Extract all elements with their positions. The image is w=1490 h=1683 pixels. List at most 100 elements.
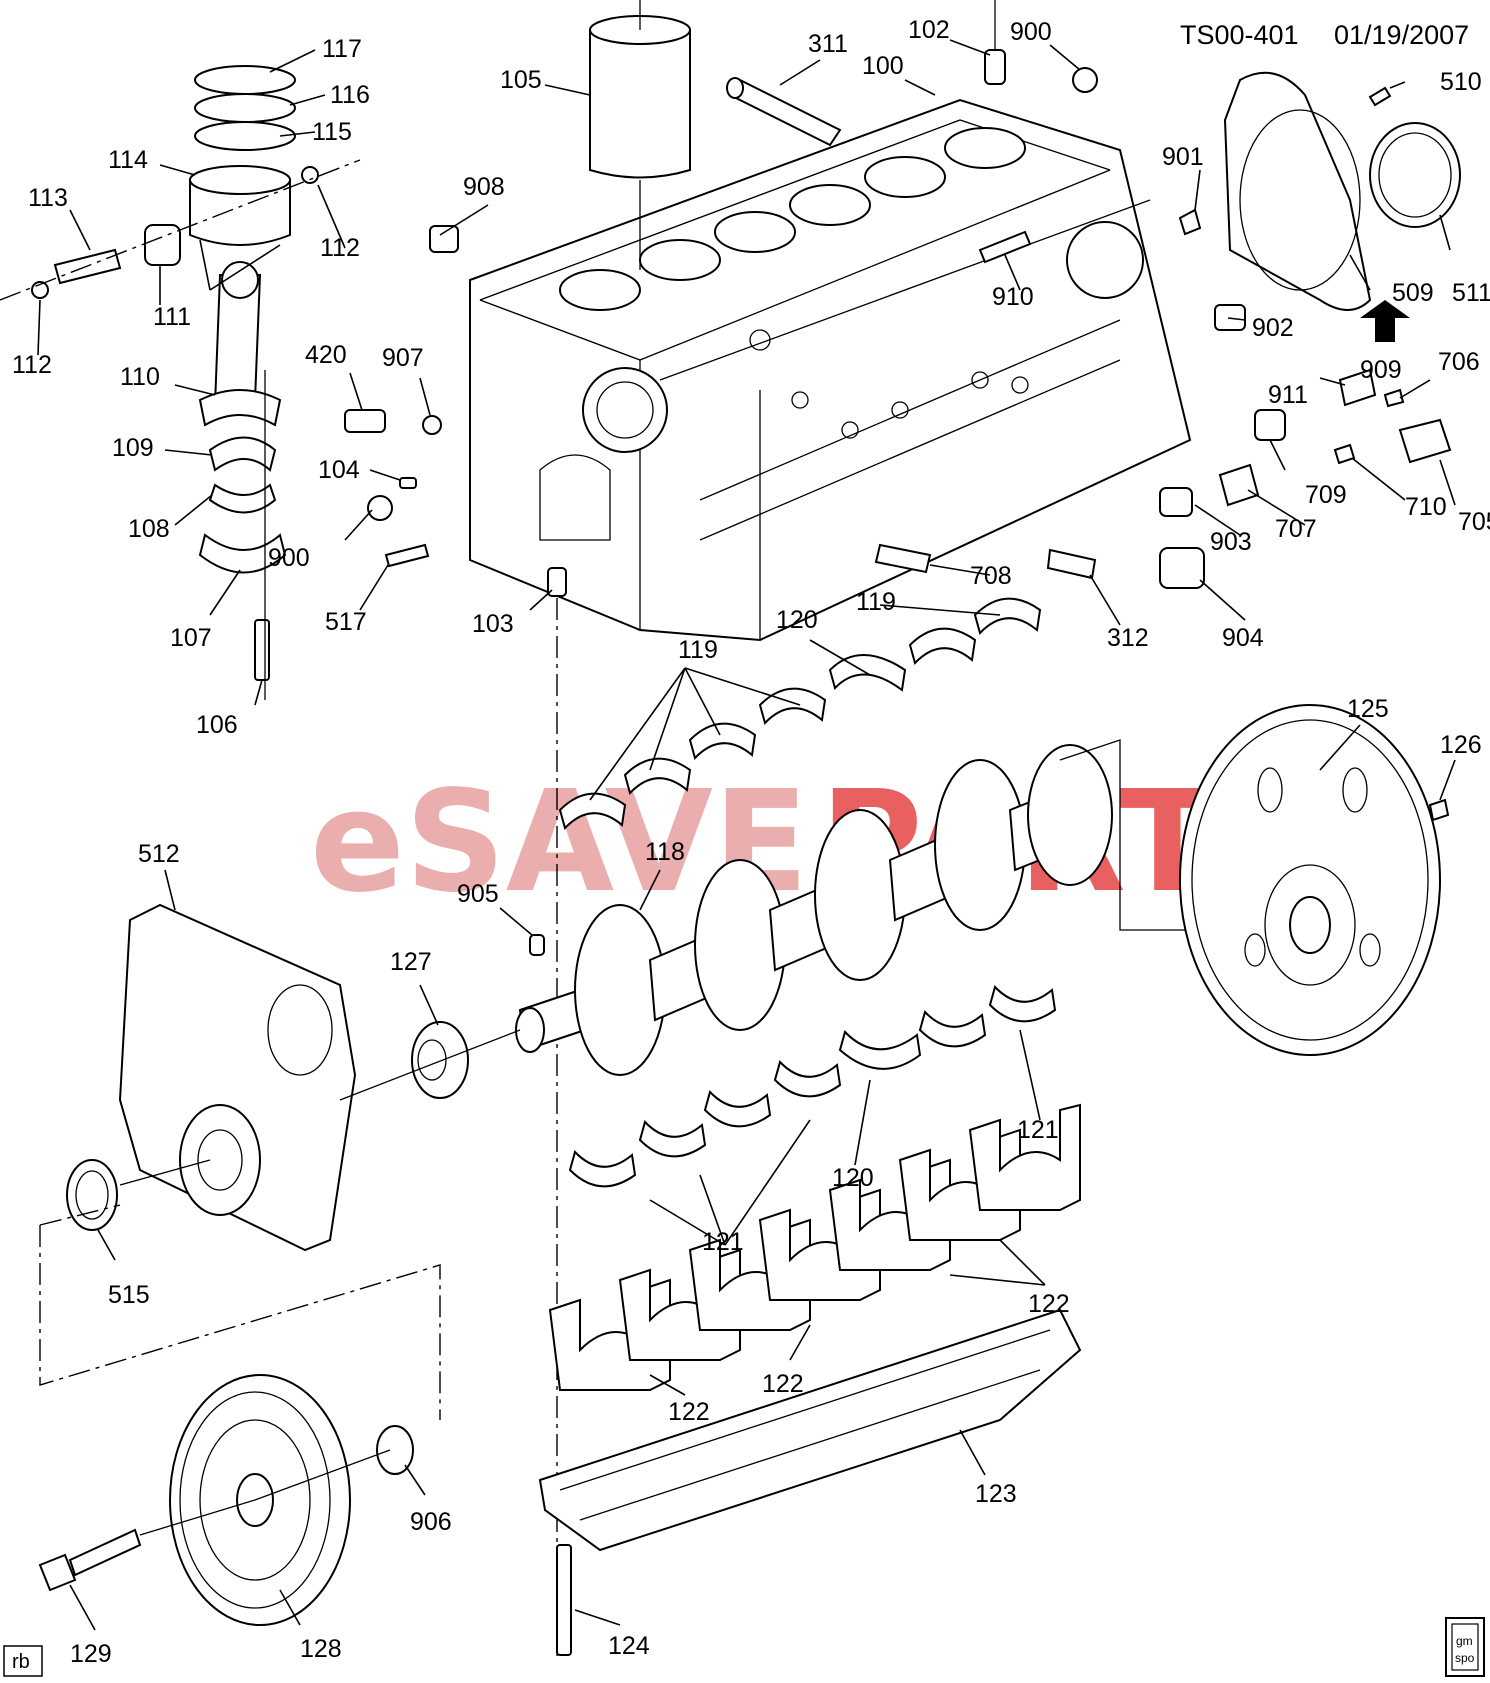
flexplate <box>1179 704 1441 1056</box>
callout-125: 125 <box>1347 695 1389 723</box>
callout-129: 129 <box>70 1640 112 1668</box>
callout-120-bottom: 120 <box>832 1164 874 1192</box>
bedplate <box>538 1308 1082 1552</box>
bushing-904 <box>1159 547 1205 589</box>
callout-104: 104 <box>318 456 360 484</box>
callout-122-right: 122 <box>1028 1290 1070 1318</box>
callout-112-right: 112 <box>320 234 360 262</box>
stud-901 <box>1178 208 1202 236</box>
callout-118: 118 <box>645 838 685 866</box>
sensor-707 <box>1254 409 1286 441</box>
callout-124: 124 <box>608 1632 650 1660</box>
callout-122-mid: 122 <box>762 1370 804 1398</box>
callout-103: 103 <box>472 610 514 638</box>
seal-906 <box>376 1425 414 1475</box>
lower-bearing-shells <box>568 985 1057 1188</box>
callout-420: 420 <box>305 341 347 369</box>
plug-900-top <box>1072 67 1098 93</box>
callout-312: 312 <box>1107 624 1149 652</box>
dowel-pin-311 <box>726 77 842 147</box>
callout-509: 509 <box>1392 279 1434 307</box>
bolt-710 <box>1333 443 1356 465</box>
main-bearing-caps <box>548 1103 1081 1391</box>
knock-sensor-707 <box>1218 463 1260 507</box>
callout-903: 903 <box>1210 528 1252 556</box>
callout-512: 512 <box>138 840 180 868</box>
callout-111: 111 <box>153 303 191 331</box>
balancer-bolt <box>38 1528 142 1592</box>
callout-708: 708 <box>970 562 1012 590</box>
callout-900-left: 900 <box>268 544 310 572</box>
logo-text-bottom: spo <box>1455 1651 1475 1665</box>
callout-115: 115 <box>312 118 352 146</box>
fitting-312 <box>1046 548 1097 580</box>
callout-910: 910 <box>992 283 1034 311</box>
callout-labels: 117 116 115 114 113 112 112 111 110 109 … <box>12 16 1490 1668</box>
callout-706: 706 <box>1438 348 1480 376</box>
callout-909: 909 <box>1360 356 1402 384</box>
leader-lines <box>37 39 1456 1631</box>
crankshaft <box>515 744 1113 1076</box>
callout-112-left: 112 <box>12 351 52 379</box>
bearing-shell-108 <box>208 483 277 514</box>
callout-106: 106 <box>196 711 238 739</box>
callout-120-top: 120 <box>776 606 818 634</box>
front-arrow-icon <box>1360 300 1410 342</box>
callout-127: 127 <box>390 948 432 976</box>
callout-511: 511 <box>1452 279 1490 307</box>
callout-119-mid: 119 <box>678 636 718 664</box>
corner-tag-label: rb <box>12 1651 30 1673</box>
crank-sprocket <box>411 1021 469 1099</box>
callout-121-left: 121 <box>702 1228 744 1256</box>
callout-510: 510 <box>1440 68 1482 96</box>
callout-126: 126 <box>1440 731 1482 759</box>
callout-517: 517 <box>325 608 367 636</box>
callout-707: 707 <box>1275 515 1317 543</box>
callout-122-left: 122 <box>668 1398 710 1426</box>
piston <box>189 165 291 246</box>
logo-text-top: gm <box>1456 1634 1473 1648</box>
piston-rings <box>194 65 296 151</box>
callout-710: 710 <box>1405 493 1447 521</box>
plug-907 <box>422 415 442 435</box>
callout-109: 109 <box>112 434 154 462</box>
sensor-911 <box>1338 368 1377 407</box>
document-date: 01/19/2007 <box>1334 20 1469 50</box>
gm-spo-logo: gm spo <box>1445 1617 1485 1677</box>
clip-112-right <box>301 166 319 184</box>
callout-906: 906 <box>410 1508 452 1536</box>
callout-105: 105 <box>500 66 542 94</box>
rear-crank-seal <box>1369 122 1461 228</box>
callout-128: 128 <box>300 1635 342 1663</box>
rear-cover <box>1223 71 1372 311</box>
callout-110: 110 <box>120 363 160 391</box>
plug-903 <box>1159 487 1193 517</box>
harmonic-balancer <box>169 1374 351 1626</box>
rod-cap-107 <box>198 533 287 574</box>
rod-bolt-106 <box>254 619 270 681</box>
callout-121-right: 121 <box>1017 1116 1059 1144</box>
dowel-103 <box>547 567 567 597</box>
callout-907: 907 <box>382 344 424 372</box>
document-id: TS00-401 <box>1180 20 1299 50</box>
callout-905: 905 <box>457 880 499 908</box>
callout-100: 100 <box>862 52 904 80</box>
flexplate-bolt-126 <box>1428 798 1450 822</box>
callout-114: 114 <box>108 146 148 174</box>
callout-911: 911 <box>1268 381 1308 409</box>
callout-515: 515 <box>108 1281 150 1309</box>
callout-123: 123 <box>975 1480 1017 1508</box>
plug-900-left <box>367 495 393 521</box>
callout-116: 116 <box>330 81 370 109</box>
callout-904: 904 <box>1222 624 1264 652</box>
callout-119-top: 119 <box>856 588 896 616</box>
callout-908: 908 <box>463 173 505 201</box>
callout-705: 705 <box>1458 508 1490 536</box>
callout-107: 107 <box>170 624 212 652</box>
sensor-705 <box>1398 418 1452 464</box>
cylinder-liner <box>589 0 691 270</box>
callout-902: 902 <box>1252 314 1294 342</box>
oil-pressure-sensor-420 <box>344 409 386 433</box>
callout-108: 108 <box>128 515 170 543</box>
stud-910 <box>978 230 1032 264</box>
